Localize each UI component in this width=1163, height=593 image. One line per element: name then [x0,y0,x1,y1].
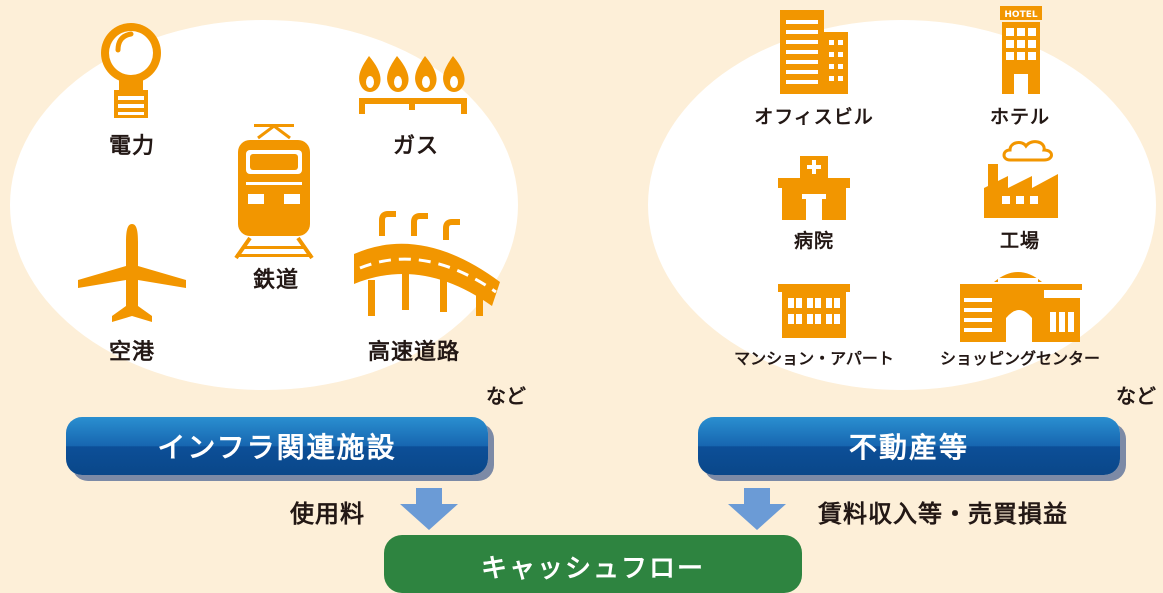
hotel-sign-text: HOTEL [1004,10,1037,20]
down-arrow-right-icon [728,488,786,530]
infra-etc: など [486,384,526,408]
factory-icon [984,140,1058,218]
gas-label: ガス [392,134,440,159]
office-label: オフィスビル [754,106,874,128]
office-building-icon [780,10,848,94]
gas-flame-icon [359,56,467,114]
hospital-icon [778,156,850,220]
expressway-label: 高速道路 [367,340,461,365]
expressway-icon [354,211,500,316]
usage-fee-label: 使用料 [290,500,365,528]
realestate-etc: など [1116,384,1156,408]
electricity-label: 電力 [108,134,156,159]
hospital-label: 病院 [793,230,835,252]
infra-facilities-box: インフラ関連施設 [66,417,488,475]
airport-label: 空港 [108,340,156,365]
airplane-icon [78,224,186,322]
realestate-box: 不動産等 [698,417,1120,475]
cashflow-box: キャッシュフロー [384,535,802,593]
apartment-label: マンション・アパート [734,349,894,368]
factory-label: 工場 [999,230,1041,252]
train-icon [234,124,314,260]
apartment-icon [778,284,850,338]
rental-income-label: 賃料収入等・売買損益 [818,500,1068,528]
shopping-center-icon [960,272,1082,342]
shopping-label: ショッピングセンター [939,349,1101,368]
hotel-icon: HOTEL [1000,6,1042,94]
hotel-label: ホテル [989,106,1051,128]
light-bulb-icon [101,23,161,118]
railway-label: 鉄道 [252,268,300,293]
down-arrow-left-icon [400,488,458,530]
